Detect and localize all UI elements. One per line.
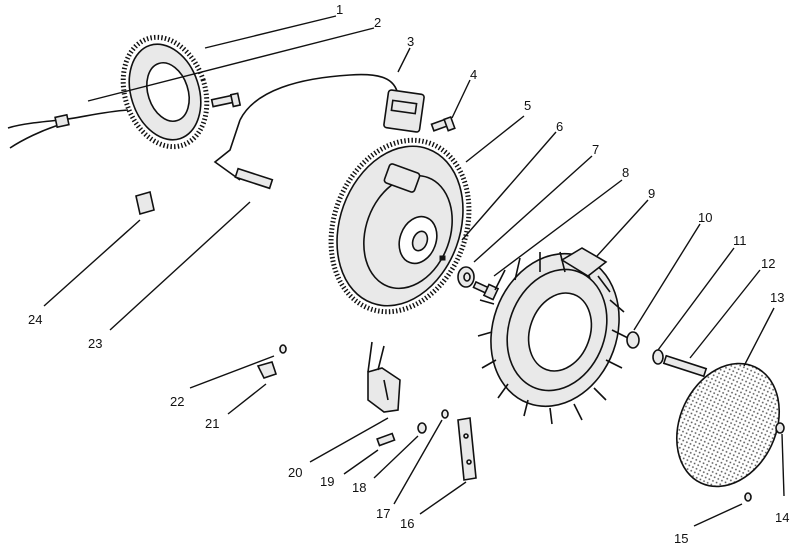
flywheel-part	[328, 137, 472, 315]
leader-22	[189, 355, 275, 389]
stud-part	[662, 354, 708, 378]
callout-12: 12	[761, 256, 775, 271]
lock-washer-part	[417, 422, 427, 434]
callout-20: 20	[288, 465, 302, 480]
leader-14	[781, 433, 785, 497]
leader-23	[109, 201, 251, 331]
leader-13	[743, 307, 775, 367]
leader-11	[657, 247, 735, 351]
callout-numbers: 1 2 3 4 5 6 7 8 9 10 11 12 13 14 15 16 1…	[28, 2, 789, 546]
leader-6	[461, 131, 557, 241]
washer-part	[457, 266, 475, 288]
callout-14: 14	[775, 510, 789, 525]
callout-2: 2	[374, 15, 381, 30]
callout-4: 4	[470, 67, 477, 82]
contact-bracket-part	[367, 341, 401, 413]
leader-15	[693, 503, 743, 527]
callout-18: 18	[352, 480, 366, 495]
retainer-clip-part	[256, 361, 278, 379]
screw-part	[210, 92, 242, 108]
leader-9	[596, 199, 649, 257]
retainer-nut-part	[279, 344, 287, 354]
callout-11: 11	[733, 233, 747, 248]
ignition-module-part	[213, 73, 425, 190]
leader-24	[43, 219, 141, 307]
leader-17	[393, 419, 443, 505]
callout-8: 8	[622, 165, 629, 180]
callout-1: 1	[336, 2, 343, 17]
bracket-part	[457, 417, 477, 481]
leader-2	[87, 27, 375, 102]
cooling-fan-part	[477, 247, 629, 425]
leader-19	[343, 449, 379, 475]
leader-12	[689, 269, 761, 359]
callout-19: 19	[320, 474, 334, 489]
callout-3: 3	[407, 34, 414, 49]
fan-washer-part	[652, 349, 664, 365]
small-nut-part	[441, 409, 449, 419]
leader-5	[465, 115, 525, 163]
callout-7: 7	[592, 142, 599, 157]
leader-18	[373, 435, 419, 479]
leader-16	[419, 481, 467, 515]
callout-13: 13	[770, 290, 784, 305]
screen-fastener-part	[744, 492, 752, 502]
screen-clip-part	[775, 422, 785, 434]
leader-10	[633, 223, 701, 331]
stator-part	[7, 34, 210, 150]
flywheel-key-part	[439, 255, 446, 261]
leader-20	[309, 417, 389, 463]
leader-8	[493, 179, 623, 277]
callout-17: 17	[376, 506, 390, 521]
spacer-part	[626, 331, 640, 349]
callout-22: 22	[170, 394, 184, 409]
flywheel-bolt-part	[472, 280, 500, 301]
leader-4	[451, 79, 471, 119]
leader-1	[204, 15, 337, 49]
callout-5: 5	[524, 98, 531, 113]
module-screw-part	[430, 115, 456, 132]
leader-3	[397, 47, 411, 73]
callout-10: 10	[698, 210, 712, 225]
leader-7	[473, 155, 593, 263]
wire-clip-part	[135, 190, 155, 216]
callout-23: 23	[88, 336, 102, 351]
callout-9: 9	[648, 186, 655, 201]
callout-24: 24	[28, 312, 42, 327]
leader-lines	[43, 15, 785, 527]
callout-6: 6	[556, 119, 563, 134]
callout-16: 16	[400, 516, 414, 531]
grass-screen-part	[675, 362, 781, 488]
leader-21	[227, 383, 267, 415]
bracket-screw-part	[376, 432, 396, 447]
callout-15: 15	[674, 531, 688, 546]
callout-21: 21	[205, 416, 219, 431]
